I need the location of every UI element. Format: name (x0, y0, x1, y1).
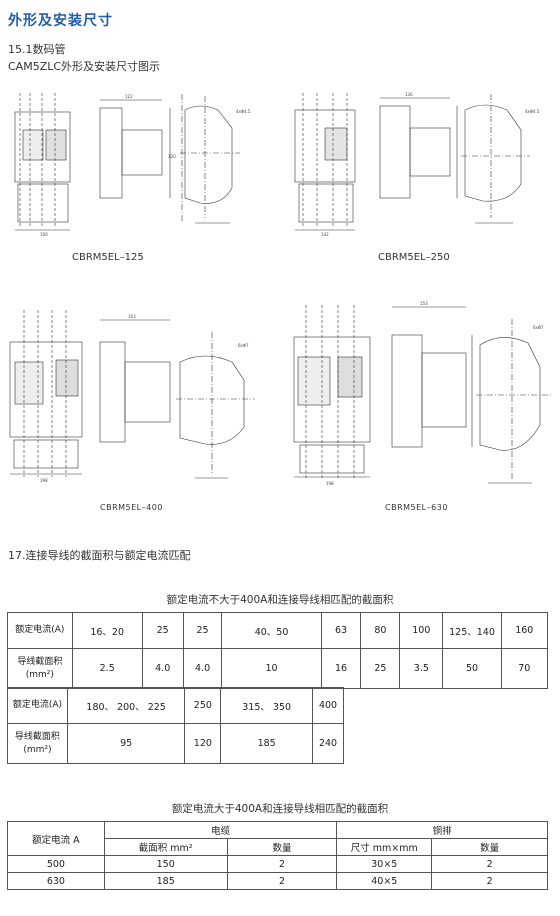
table-row: 额定电流(A) 16、20 25 25 40、50 63 80 100 125、… (7, 612, 549, 649)
page-title: 外形及安装尺寸 (8, 13, 113, 29)
dim-label: 198 (40, 478, 48, 483)
table-cell: 3.5 (399, 648, 444, 689)
dim-label: 120 (168, 154, 176, 159)
table-cell: 40、50 (221, 612, 322, 649)
table-rated-le-400-cont: 额定电流(A) 180、 200、 225 250 315、 350 400 导… (7, 687, 344, 764)
table2-caption: 额定电流大于400A和连接导线相匹配的截面积 (171, 803, 389, 815)
table-cell: 315、 350 (220, 687, 314, 724)
header-count: 数量 (431, 838, 548, 856)
table-cell: 95 (66, 723, 186, 764)
table-cell: 2.5 (71, 648, 143, 689)
table-rated-le-400: 额定电流(A) 16、20 25 25 40、50 63 80 100 125、… (7, 612, 549, 689)
table-cell: 70 (500, 648, 549, 689)
table-cell: 125、140 (442, 612, 502, 649)
drawing-cbrm5el-630: 153 6xΦ7 198 (293, 301, 552, 486)
table-cell: 185 (220, 723, 314, 764)
table-rated-gt-400: 额定电流 A 电缆 铜排 截面积 mm² 数量 尺寸 mm×mm 数量 500 … (7, 821, 548, 890)
caption-cbrm5el-630: CBRM5EL–630 (385, 503, 448, 512)
drawing-cbrm5el-125: 122 4xΦ4.5 120 100 (14, 93, 251, 237)
dim-label: 103 (128, 314, 136, 319)
header-area: 截面积 mm² (103, 838, 228, 856)
dim-label: 136 (405, 92, 413, 97)
table-cell: 30×5 (336, 855, 433, 873)
table-cell: 25 (141, 612, 184, 649)
table-cell: 150 (103, 855, 228, 873)
dim-label: 4xΦ4.5 (236, 109, 251, 114)
table-cell: 25 (360, 648, 401, 689)
table-cell: 25 (182, 612, 223, 649)
table-cell: 2 (431, 855, 548, 873)
row-label: 额定电流(A) (7, 687, 68, 724)
caption-cbrm5el-125: CBRM5EL–125 (72, 252, 144, 263)
table-row: 630 185 2 40×5 2 (7, 872, 548, 890)
section-heading-15: 15.1数码管 (8, 43, 66, 56)
table-cell: 10 (221, 648, 322, 689)
table-cell: 400 (312, 687, 344, 724)
dim-label: 122 (125, 94, 133, 99)
dim-label: 198 (326, 481, 334, 486)
table-cell: 185 (103, 872, 228, 890)
table-cell: 180、 200、 225 (66, 687, 186, 724)
table-cell: 80 (360, 612, 401, 649)
dim-label: 6xΦ7 (238, 343, 249, 348)
dim-label: 100 (40, 232, 48, 237)
table-cell: 630 (7, 872, 105, 890)
table-cell: 120 (184, 723, 222, 764)
table-row: 额定电流(A) 180、 200、 225 250 315、 350 400 (7, 687, 344, 724)
table-row: 500 150 2 30×5 2 (7, 855, 548, 873)
table-cell: 4.0 (182, 648, 223, 689)
dim-label: 142 (321, 232, 329, 237)
drawing-cbrm5el-250: 136 4xΦ4.5 142 (294, 92, 540, 237)
table-cell: 2 (226, 855, 338, 873)
table-header-row: 额定电流 A 电缆 铜排 (7, 821, 548, 856)
table-cell: 2 (431, 872, 548, 890)
table-row: 导线截面积(mm²) 2.5 4.0 4.0 10 16 25 3.5 50 7… (7, 648, 549, 689)
table-cell: 100 (399, 612, 444, 649)
dim-label: 4xΦ4.5 (525, 109, 540, 114)
table-cell: 16 (320, 648, 362, 689)
table-cell: 40×5 (336, 872, 433, 890)
caption-cbrm5el-400: CBRM5EL–400 (100, 503, 163, 512)
drawing-cbrm5el-400: 103 6xΦ7 198 (9, 310, 255, 483)
header-group-cable: 电缆 (103, 821, 338, 839)
dim-label: 153 (420, 301, 428, 306)
header-rated: 额定电流 A (7, 821, 105, 856)
table-cell: 160 (500, 612, 549, 649)
header-group-copper: 铜排 (336, 821, 548, 839)
table-row: 导线截面积(mm²) 95 120 185 240 (7, 723, 344, 764)
table-cell: 240 (312, 723, 344, 764)
table-cell: 4.0 (141, 648, 184, 689)
table-header-row: 截面积 mm² 数量 尺寸 mm×mm 数量 (8, 838, 548, 856)
section-heading-17: 17.连接导线的截面积与额定电流匹配 (8, 549, 191, 562)
table1-caption: 额定电流不大于400A和连接导线相匹配的截面积 (166, 594, 394, 606)
table-cell: 50 (442, 648, 502, 689)
caption-cbrm5el-250: CBRM5EL–250 (378, 252, 450, 263)
header-count: 数量 (226, 838, 338, 856)
row-label: 导线截面积(mm²) (7, 723, 68, 764)
row-label: 额定电流(A) (7, 612, 73, 649)
table-cell: 63 (320, 612, 362, 649)
header-size: 尺寸 mm×mm (336, 838, 433, 856)
table-cell: 2 (226, 872, 338, 890)
table-cell: 16、20 (71, 612, 143, 649)
row-label: 导线截面积(mm²) (7, 648, 73, 689)
table-cell: 250 (184, 687, 222, 724)
subtitle: CAM5ZLC外形及安装尺寸图示 (8, 60, 161, 73)
table-cell: 500 (7, 855, 105, 873)
dim-label: 6xΦ7 (533, 325, 544, 330)
